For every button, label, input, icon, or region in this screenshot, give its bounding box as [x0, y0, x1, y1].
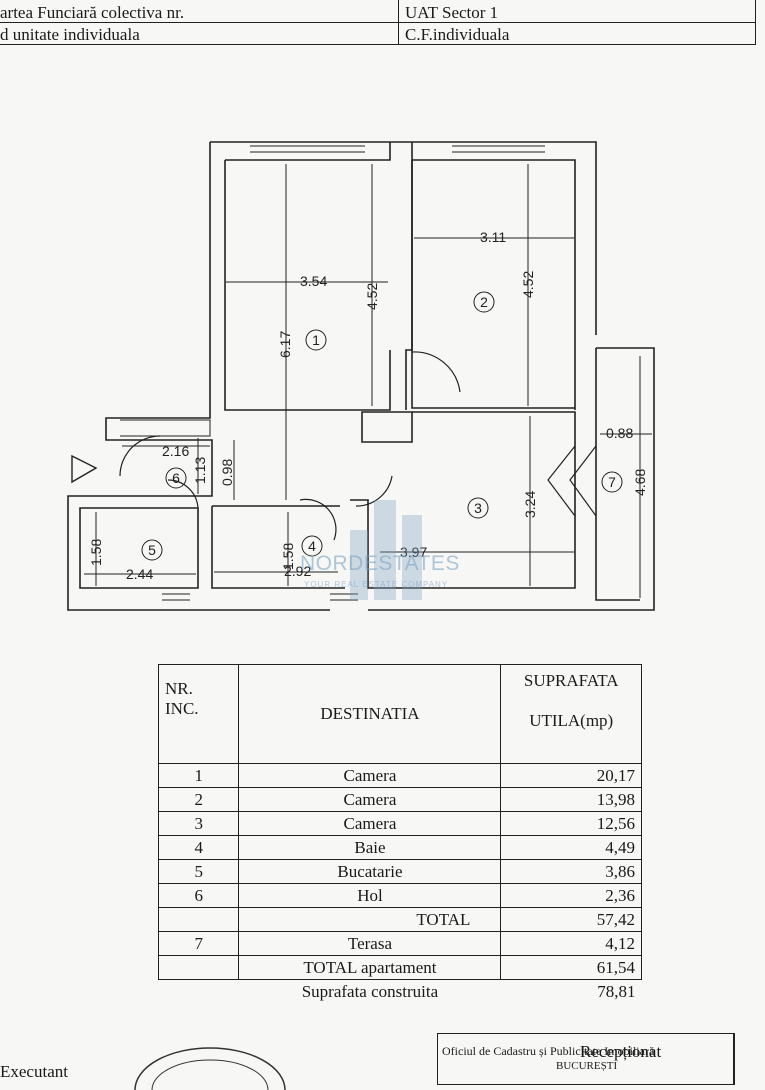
room-number-2: 2 [480, 294, 488, 310]
watermark-logo [350, 500, 422, 600]
empty-cell [159, 980, 239, 1004]
room-number-1: 1 [312, 332, 320, 348]
row-val: 13,98 [500, 787, 642, 812]
constr-label: Suprafata construita [301, 981, 439, 1001]
outer-wall [67, 141, 655, 611]
constr-value: 78,81 [597, 981, 636, 1001]
header-destinatia: DESTINATIA [238, 664, 502, 764]
header-left-top: artea Funciară colectiva nr. [0, 3, 185, 22]
dim-r2-width: 3.11 [480, 229, 506, 245]
floor-plan: 1 2 3 4 5 6 7 3.54 4.52 6.17 3.11 4.52 3… [67, 141, 655, 611]
row-dest: Bucatarie [238, 859, 502, 884]
terasa-value: 4,12 [500, 931, 642, 956]
dim-r6-width: 2.16 [162, 443, 189, 459]
dim-r1-depth: 4.52 [364, 283, 380, 310]
empty-cell [157, 955, 240, 980]
total-ap-label: TOTAL apartament [238, 955, 502, 980]
header-nr: NR. [165, 679, 193, 698]
header-supr: SUPRAFATA [523, 671, 619, 690]
dim-r7-depth: 4.68 [632, 469, 648, 496]
dim-r5-width: 2.44 [126, 566, 153, 582]
office-line: Oficiul de Cadastru și Publicitate Imobi… [442, 1044, 655, 1058]
watermark-tagline: YOUR REAL ESTATE COMPANY [304, 580, 449, 589]
row-val: 12,56 [500, 811, 642, 836]
table-header-row: NR. INC. DESTINATIA SUPRAFATA UTILA(mp) [157, 664, 642, 764]
dim-r3-width: 3.97 [400, 544, 427, 560]
room-4-wall [211, 505, 345, 589]
row-dest: Hol [238, 883, 502, 908]
header-suprafata: SUPRAFATA UTILA(mp) [500, 664, 642, 764]
row-val: 3,86 [500, 859, 642, 884]
row-dest: Baie [238, 835, 502, 860]
row-nr: 1 [157, 763, 240, 788]
table-row-constr: Suprafata construita 78,81 [159, 980, 642, 1004]
empty-cell [157, 907, 240, 932]
room-2-wall [411, 160, 575, 409]
room-number-5: 5 [148, 542, 156, 558]
row-dest: Camera [238, 811, 502, 836]
room-number-6: 6 [172, 470, 180, 486]
room-3-wall [350, 411, 576, 589]
header-right-bottom: C.F.individuala [405, 25, 510, 44]
room-1-wall [224, 160, 391, 411]
duct-box [361, 411, 413, 443]
dim-r6-other: 0.98 [219, 459, 235, 486]
header-util: UTILA(mp) [529, 711, 614, 730]
row-dest: Camera [238, 763, 502, 788]
stamp-seal [134, 1047, 286, 1090]
terasa-nr: 7 [157, 931, 240, 956]
total-value: 57,42 [500, 907, 642, 932]
header-right-top: UAT Sector 1 [405, 3, 499, 22]
dim-r5-depth: 1.58 [88, 539, 104, 566]
row-nr: 2 [157, 787, 240, 812]
dim-r6-depth: 1.13 [192, 457, 208, 484]
room-number-3: 3 [474, 500, 482, 516]
dim-r2-depth: 4.52 [520, 271, 536, 298]
dim-r1-width: 3.54 [300, 273, 327, 289]
terasa-label: Terasa [238, 931, 502, 956]
header-row-2: d unitate individuala C.F.individuala [0, 22, 755, 45]
dim-r4-width: 2.92 [284, 563, 311, 579]
receptionat-label: Recepționat [580, 1042, 662, 1061]
total-label: TOTAL [238, 907, 502, 932]
office-box: Oficiul de Cadastru și Publicitate Imobi… [437, 1033, 735, 1085]
document-header: artea Funciară colectiva nr. UAT Sector … [0, 0, 756, 45]
room-7-wall [595, 348, 640, 601]
row-val: 20,17 [500, 763, 642, 788]
header-row-1: artea Funciară colectiva nr. UAT Sector … [0, 0, 755, 23]
row-nr: 6 [157, 883, 240, 908]
watermark-brand: NORDESTATES [300, 552, 460, 575]
dim-r1-total: 6.17 [277, 331, 293, 358]
room-number-7: 7 [608, 474, 616, 490]
dim-r4-depth: 1.58 [280, 543, 296, 570]
office-city: BUCUREȘTI [556, 1060, 618, 1072]
row-val: 2,36 [500, 883, 642, 908]
executant-label: Executant [0, 1062, 68, 1081]
total-ap-value: 61,54 [500, 955, 642, 980]
room-5-wall [79, 507, 199, 589]
row-val: 4,49 [500, 835, 642, 860]
header-inc: INC. [165, 699, 199, 718]
row-dest: Camera [238, 787, 502, 812]
row-nr: 3 [157, 811, 240, 836]
row-nr: 4 [157, 835, 240, 860]
dim-r7-width: 0.88 [606, 425, 633, 441]
header-nr-inc: NR. INC. [157, 664, 240, 764]
header-divider [398, 0, 399, 44]
dim-r3-depth: 3.24 [522, 491, 538, 518]
room-number-4: 4 [308, 538, 316, 554]
row-nr: 5 [157, 859, 240, 884]
area-table: NR. INC. DESTINATIA SUPRAFATA UTILA(mp) … [157, 664, 642, 1004]
header-left-bottom: d unitate individuala [0, 25, 140, 44]
